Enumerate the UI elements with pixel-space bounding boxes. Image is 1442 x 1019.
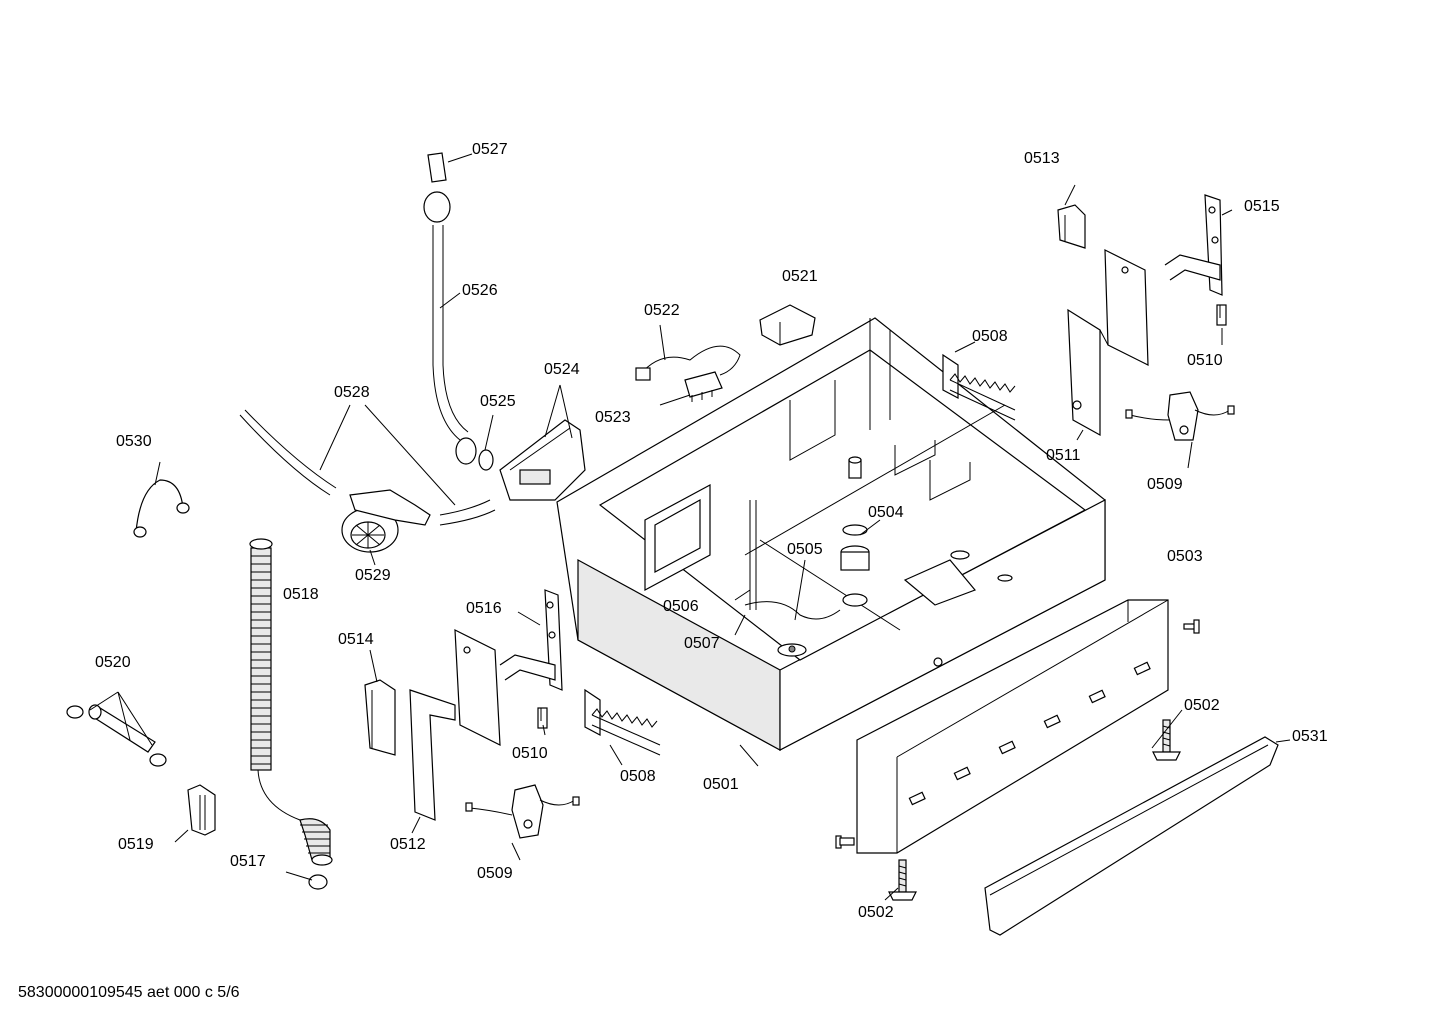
label-0514: 0514 <box>338 631 374 648</box>
label-0523: 0523 <box>595 409 631 426</box>
label-0521: 0521 <box>782 268 818 285</box>
small-screw-lower-left <box>835 835 855 849</box>
supply-hose-0526 <box>432 225 477 465</box>
spring-0508-left <box>584 688 661 756</box>
label-0526: 0526 <box>462 282 498 299</box>
label-0508-left: 0508 <box>620 768 656 785</box>
clip-0510-right <box>1216 304 1227 326</box>
label-0524: 0524 <box>544 361 580 378</box>
label-0505: 0505 <box>787 541 823 558</box>
label-0512: 0512 <box>390 836 426 853</box>
screw-0503 <box>1183 619 1200 634</box>
connector-0523 <box>684 371 723 402</box>
cap-0527 <box>423 152 451 223</box>
label-0502-lower: 0502 <box>858 904 894 921</box>
label-0504: 0504 <box>868 504 904 521</box>
holder-0514 <box>364 679 396 756</box>
label-0528: 0528 <box>334 384 370 401</box>
label-0515: 0515 <box>1244 198 1280 215</box>
hose-0528 <box>239 409 496 526</box>
corrugated-hose-0518 <box>249 538 301 821</box>
label-0529: 0529 <box>355 567 391 584</box>
label-0510-right: 0510 <box>1187 352 1223 369</box>
base-frame-0501 <box>556 317 1106 752</box>
label-0503: 0503 <box>1167 548 1203 565</box>
pump-0529 <box>341 489 431 553</box>
label-0522: 0522 <box>644 302 680 319</box>
label-0509-left: 0509 <box>477 865 513 882</box>
hinge-bracket-0516 <box>499 589 563 691</box>
kick-plate-0531 <box>984 736 1279 936</box>
module-0521 <box>759 304 816 346</box>
drawing-reference: 58300000109545 aet 000 c 5/6 <box>18 984 240 1001</box>
label-0502-upper: 0502 <box>1184 697 1220 714</box>
water-inlet-0524 <box>499 419 586 501</box>
bracket-0512 <box>409 629 501 821</box>
clip-0519 <box>187 784 216 836</box>
adjustable-foot-0502-upper <box>1152 719 1181 761</box>
label-0508-right: 0508 <box>972 328 1008 345</box>
label-0513: 0513 <box>1024 150 1060 167</box>
label-0531: 0531 <box>1292 728 1328 745</box>
callout-leader-lines <box>89 153 1291 901</box>
label-0509-right: 0509 <box>1147 476 1183 493</box>
label-0527: 0527 <box>472 141 508 158</box>
label-0520: 0520 <box>95 654 131 671</box>
drain-hose-end-0517 <box>299 818 333 890</box>
label-0507: 0507 <box>684 635 720 652</box>
label-0530: 0530 <box>116 433 152 450</box>
label-0517: 0517 <box>230 853 266 870</box>
door-switch-0509-left <box>465 784 580 839</box>
clip-0510-left <box>537 707 548 729</box>
bracket-0511 <box>1067 249 1149 437</box>
label-0510-left: 0510 <box>512 745 548 762</box>
seal-0525 <box>478 449 494 471</box>
cable-0522 <box>635 345 741 381</box>
door-switch-0509-right <box>1125 391 1235 441</box>
spring-0508-right <box>942 353 1016 421</box>
bracket-0513 <box>1057 204 1086 249</box>
hose-with-clamps-0520 <box>66 704 167 767</box>
label-0518: 0518 <box>283 586 319 603</box>
hinge-bracket-0515 <box>1164 194 1223 296</box>
plinth-panel <box>856 599 1169 854</box>
label-0525: 0525 <box>480 393 516 410</box>
label-0501: 0501 <box>703 776 739 793</box>
label-0506: 0506 <box>663 598 699 615</box>
label-0519: 0519 <box>118 836 154 853</box>
adjustable-foot-0502-lower <box>888 859 917 901</box>
label-0511: 0511 <box>1046 447 1081 464</box>
clamp-0530 <box>133 479 190 538</box>
label-0516: 0516 <box>466 600 502 617</box>
